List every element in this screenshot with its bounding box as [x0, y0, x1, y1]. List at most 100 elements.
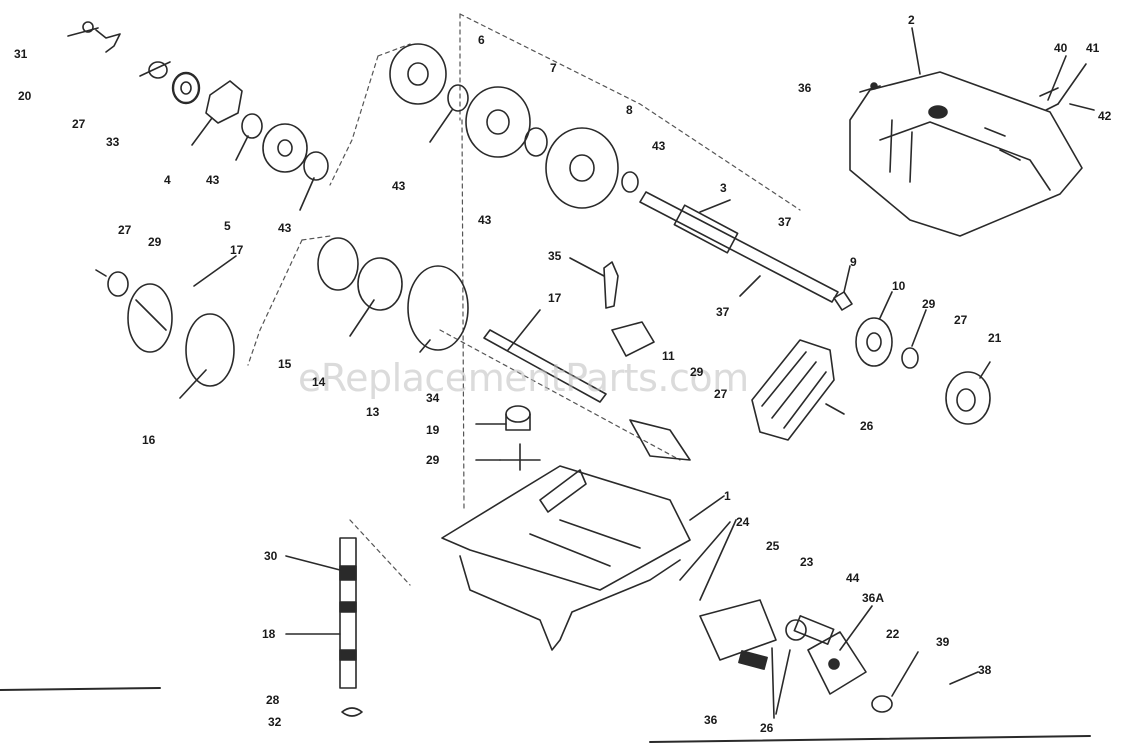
bolt-31 — [67, 21, 121, 53]
label-15: 15 — [278, 357, 292, 371]
label-27: 27 — [714, 387, 728, 401]
gear-15 — [317, 237, 403, 337]
bolt-36A — [839, 605, 873, 651]
label-17: 17 — [548, 291, 562, 305]
washer-29b — [901, 309, 927, 369]
label-13: 13 — [366, 405, 380, 419]
label-8: 8 — [626, 103, 633, 117]
gear-7 — [465, 86, 531, 158]
label-14: 14 — [312, 375, 326, 389]
label-1: 1 — [724, 489, 731, 503]
cover-2 — [849, 27, 1095, 237]
label-20: 20 — [18, 89, 32, 103]
bracket-11 — [611, 321, 691, 461]
baseline-left — [0, 687, 161, 691]
screw-38 — [949, 671, 979, 685]
chain-26 — [751, 339, 845, 441]
label-35: 35 — [548, 249, 562, 263]
label-27: 27 — [118, 223, 132, 237]
label-30: 30 — [264, 549, 278, 563]
collar-34 — [475, 405, 531, 431]
link-26b — [771, 647, 791, 719]
label-43: 43 — [652, 139, 666, 153]
label-10: 10 — [892, 279, 906, 293]
label-9: 9 — [850, 255, 857, 269]
assembly-guides — [247, 13, 801, 586]
gear-5 — [262, 123, 308, 173]
gear-17a — [127, 255, 237, 353]
label-27: 27 — [954, 313, 968, 327]
collar-19 — [475, 443, 541, 471]
label-27: 27 — [72, 117, 86, 131]
plate-22 — [807, 631, 867, 695]
label-43: 43 — [478, 213, 492, 227]
label-37: 37 — [778, 215, 792, 229]
pin-35 — [569, 257, 619, 309]
plate-23 — [699, 599, 777, 661]
label-21: 21 — [988, 331, 1002, 345]
label-41: 41 — [1086, 41, 1100, 55]
gear-8 — [545, 127, 619, 209]
label-43: 43 — [392, 179, 406, 193]
gear-10 — [855, 291, 893, 367]
label-26: 26 — [860, 419, 874, 433]
gear-16 — [179, 313, 235, 399]
label-36: 36 — [704, 713, 718, 727]
label-24: 24 — [736, 515, 750, 529]
label-29: 29 — [922, 297, 936, 311]
label-36: 36 — [798, 81, 812, 95]
frame-1 — [441, 465, 725, 651]
label-6: 6 — [478, 33, 485, 47]
label-31: 31 — [14, 47, 28, 61]
label-17: 17 — [230, 243, 244, 257]
washer-20 — [139, 61, 171, 79]
label-43: 43 — [278, 221, 292, 235]
gear-6 — [389, 43, 447, 105]
label-2: 2 — [908, 13, 915, 27]
label-43: 43 — [206, 173, 220, 187]
label-34: 34 — [426, 391, 440, 405]
label-29: 29 — [690, 365, 704, 379]
washer-29a — [95, 269, 129, 297]
label-29: 29 — [148, 235, 162, 249]
label-16: 16 — [142, 433, 156, 447]
label-33: 33 — [106, 135, 120, 149]
label-38: 38 — [978, 663, 992, 677]
label-7: 7 — [550, 61, 557, 75]
label-3: 3 — [720, 181, 727, 195]
bolt-24 — [679, 519, 737, 601]
label-4: 4 — [164, 173, 171, 187]
shaft-3 — [639, 191, 839, 303]
label-39: 39 — [936, 635, 950, 649]
washer-43a — [235, 113, 263, 161]
bolt-36b — [738, 650, 768, 670]
shaft-18 — [285, 537, 363, 717]
shaft-12 — [483, 309, 607, 403]
label-36A: 36A — [862, 591, 885, 605]
label-37: 37 — [716, 305, 730, 319]
label-11: 11 — [662, 349, 675, 363]
label-18: 18 — [262, 627, 276, 641]
label-40: 40 — [1054, 41, 1068, 55]
washer-43e — [621, 171, 639, 193]
watermark: eReplacementParts.com — [298, 356, 749, 400]
label-28: 28 — [266, 693, 280, 707]
label-32: 32 — [268, 715, 282, 729]
spacer-9 — [833, 265, 853, 311]
washer-43b — [299, 151, 329, 211]
label-23: 23 — [800, 555, 814, 569]
label-26: 26 — [760, 721, 774, 735]
gear-21 — [945, 361, 991, 425]
gear-4 — [191, 80, 243, 146]
label-29: 29 — [426, 453, 440, 467]
baseline-bottom — [649, 735, 1091, 743]
gear-13 — [407, 265, 469, 353]
label-22: 22 — [886, 627, 900, 641]
washer-43d — [524, 127, 548, 157]
label-42: 42 — [1098, 109, 1112, 123]
bearing-33 — [171, 71, 201, 105]
label-5: 5 — [224, 219, 231, 233]
label-44: 44 — [846, 571, 860, 585]
